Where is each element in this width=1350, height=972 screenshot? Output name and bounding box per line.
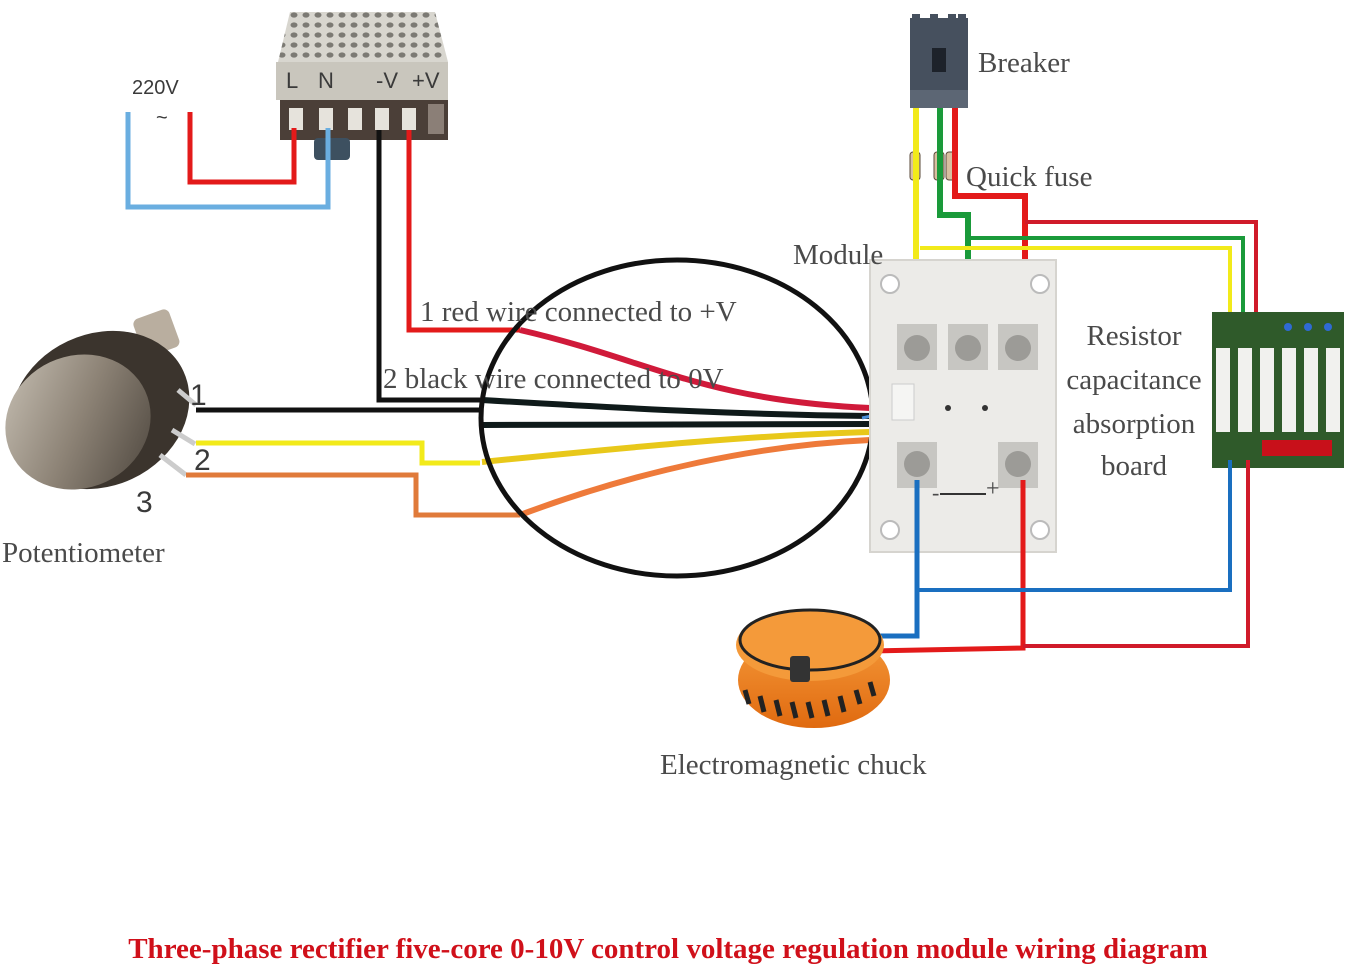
electromagnetic-chuck: [736, 608, 890, 728]
diagram-caption: Three-phase rectifier five-core 0-10V co…: [128, 933, 1208, 965]
board-yellow-wire: [920, 246, 1232, 320]
black-wire-note: 2 black wire connected to 0V: [383, 363, 724, 395]
board-dc-red-wire: [1023, 460, 1250, 648]
module-dc-plus: +: [986, 476, 1000, 502]
psu-minus-v-black-wire: [376, 130, 480, 403]
psu-face: [276, 62, 448, 100]
ac-terminal-screws: [897, 324, 1038, 370]
mains-live-wire: [187, 112, 297, 185]
psu-terminal-l: L: [286, 68, 298, 93]
psu-cable-clip: [314, 138, 350, 160]
psu-terminal-n: N: [318, 68, 334, 93]
module-label: Module: [793, 239, 883, 271]
mains-neutral-wire: [125, 112, 331, 210]
switching-power-supply: L N -V +V: [276, 12, 448, 160]
pot-pin3-orange-wire: [186, 472, 520, 518]
board-label-line-1: Resistor: [1086, 320, 1181, 352]
breaker-label: Breaker: [978, 47, 1070, 79]
board-green-wire: [968, 236, 1245, 320]
potentiometer: [5, 309, 198, 490]
red-wire-note: 1 red wire connected to +V: [420, 296, 737, 328]
psu-terminals: [289, 104, 444, 134]
quick-fuse-label: Quick fuse: [966, 161, 1092, 193]
five-core-cable: [481, 327, 871, 518]
psu-vent-grille: [278, 12, 448, 62]
input-voltage-label: 220V: [132, 77, 179, 99]
board-label-line-3: absorption: [1073, 408, 1196, 440]
psu-plus-v-red-wire: [406, 130, 520, 333]
board-label-line-2: capacitance: [1066, 364, 1201, 396]
rectifier-module: [869, 259, 1057, 553]
chuck-label: Electromagnetic chuck: [660, 749, 927, 781]
psu-terminal-minus-v: -V: [376, 68, 398, 93]
pot-pin2-yellow-wire: [196, 440, 480, 466]
psu-terminal-block: [280, 100, 448, 140]
board-dc-blue-wire: [917, 460, 1232, 592]
psu-terminal-plus-v: +V: [412, 68, 440, 93]
potentiometer-label: Potentiometer: [2, 537, 165, 569]
pot-pin-1-label: 1: [190, 379, 207, 412]
board-red-wire: [1025, 220, 1258, 320]
circuit-breaker: [910, 14, 968, 108]
module-dc-minus: -: [932, 480, 939, 505]
board-label-line-4: board: [1101, 450, 1168, 482]
rc-absorption-board: [1212, 312, 1344, 468]
ac-symbol: ~: [156, 107, 168, 129]
pot-pin-3-label: 3: [136, 486, 153, 519]
pot-pin-2-label: 2: [194, 444, 211, 477]
